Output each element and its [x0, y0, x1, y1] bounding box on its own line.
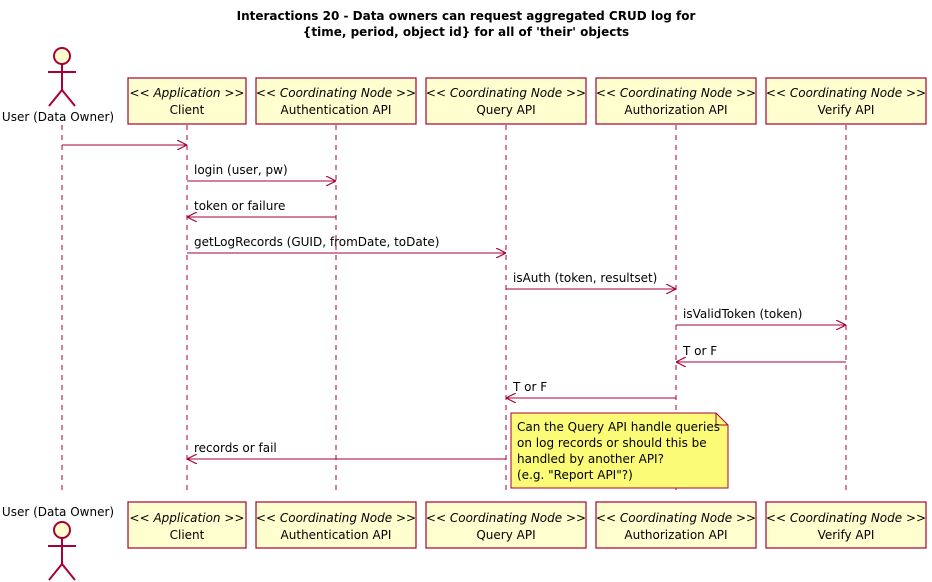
- diagram-title-line1: Interactions 20 - Data owners can reques…: [237, 9, 696, 23]
- actor-top-label: User (Data Owner): [2, 110, 114, 124]
- participant-name: Client: [170, 528, 205, 542]
- participant-name: Query API: [476, 528, 535, 542]
- note-line: on log records or should this be: [517, 436, 707, 450]
- participant-name: Verify API: [818, 103, 875, 117]
- participant-stereotype: << Coordinating Node >>: [426, 511, 586, 525]
- participant-stereotype: << Coordinating Node >>: [596, 511, 756, 525]
- actor-body-icon: [48, 538, 76, 581]
- message-records-or-fail: records or fail: [187, 441, 506, 459]
- message-label: getLogRecords (GUID, fromDate, toDate): [194, 235, 439, 249]
- message-token-or-failure: token or failure: [187, 199, 336, 217]
- note-shape: [510, 412, 729, 489]
- participant-name: Verify API: [818, 528, 875, 542]
- participant-bottom-query-api: << Coordinating Node >> Query API: [425, 501, 587, 549]
- message-t-or-f-authorization: T or F: [506, 380, 676, 398]
- message-label: T or F: [512, 380, 547, 394]
- participant-stereotype: << Coordinating Node >>: [256, 511, 416, 525]
- participant-stereotype: << Coordinating Node >>: [256, 86, 416, 100]
- actor-top: User (Data Owner): [2, 47, 114, 124]
- note-fold-icon: [715, 413, 728, 426]
- note: Can the Query API handle queries on log …: [510, 412, 729, 489]
- message-label: login (user, pw): [194, 163, 288, 177]
- participant-top-client: << Application >> Client: [127, 77, 247, 125]
- participant-stereotype: << Coordinating Node >>: [596, 86, 756, 100]
- participant-name: Client: [170, 103, 205, 117]
- participant-top-query-api: << Coordinating Node >> Query API: [425, 77, 587, 125]
- message-is-valid-token: isValidToken (token): [676, 307, 846, 325]
- participant-bottom-authorization-api: << Coordinating Node >> Authorization AP…: [595, 501, 757, 549]
- participant-stereotype: << Coordinating Node >>: [426, 86, 586, 100]
- participant-name: Authorization API: [624, 103, 727, 117]
- message-get-log-records: getLogRecords (GUID, fromDate, toDate): [187, 235, 506, 253]
- actor-bottom: User (Data Owner): [2, 505, 114, 581]
- message-label: records or fail: [194, 441, 277, 455]
- participant-name: Authorization API: [624, 528, 727, 542]
- participant-name: Authentication API: [281, 103, 392, 117]
- message-label: isValidToken (token): [683, 307, 802, 321]
- participant-bottom-client: << Application >> Client: [127, 501, 247, 549]
- message-label: token or failure: [194, 199, 285, 213]
- message-label: isAuth (token, resultset): [513, 271, 657, 285]
- note-line: handled by another API?: [517, 452, 664, 466]
- message-is-auth: isAuth (token, resultset): [506, 271, 676, 289]
- participant-bottom-verify-api: << Coordinating Node >> Verify API: [765, 501, 927, 549]
- participant-top-authorization-api: << Coordinating Node >> Authorization AP…: [595, 77, 757, 125]
- participant-stereotype: << Application >>: [130, 511, 245, 525]
- note-line: Can the Query API handle queries: [517, 420, 720, 434]
- participant-stereotype: << Coordinating Node >>: [766, 511, 926, 525]
- participant-stereotype: << Coordinating Node >>: [766, 86, 926, 100]
- participant-top-verify-api: << Coordinating Node >> Verify API: [765, 77, 927, 125]
- message-label: T or F: [682, 344, 717, 358]
- actor-head-icon: [53, 47, 71, 65]
- participant-top-authentication-api: << Coordinating Node >> Authentication A…: [255, 77, 417, 125]
- message-t-or-f-verify: T or F: [676, 344, 846, 362]
- actor-bottom-label: User (Data Owner): [2, 505, 114, 519]
- participant-stereotype: << Application >>: [130, 86, 245, 100]
- actor-head-icon: [53, 521, 71, 539]
- diagram-title-line2: {time, period, object id} for all of 'th…: [303, 25, 629, 39]
- participant-name: Query API: [476, 103, 535, 117]
- participant-bottom-authentication-api: << Coordinating Node >> Authentication A…: [255, 501, 417, 549]
- participant-name: Authentication API: [281, 528, 392, 542]
- message-login: login (user, pw): [187, 163, 336, 181]
- actor-body-icon: [48, 64, 76, 107]
- note-line: (e.g. "Report API"?): [517, 468, 633, 482]
